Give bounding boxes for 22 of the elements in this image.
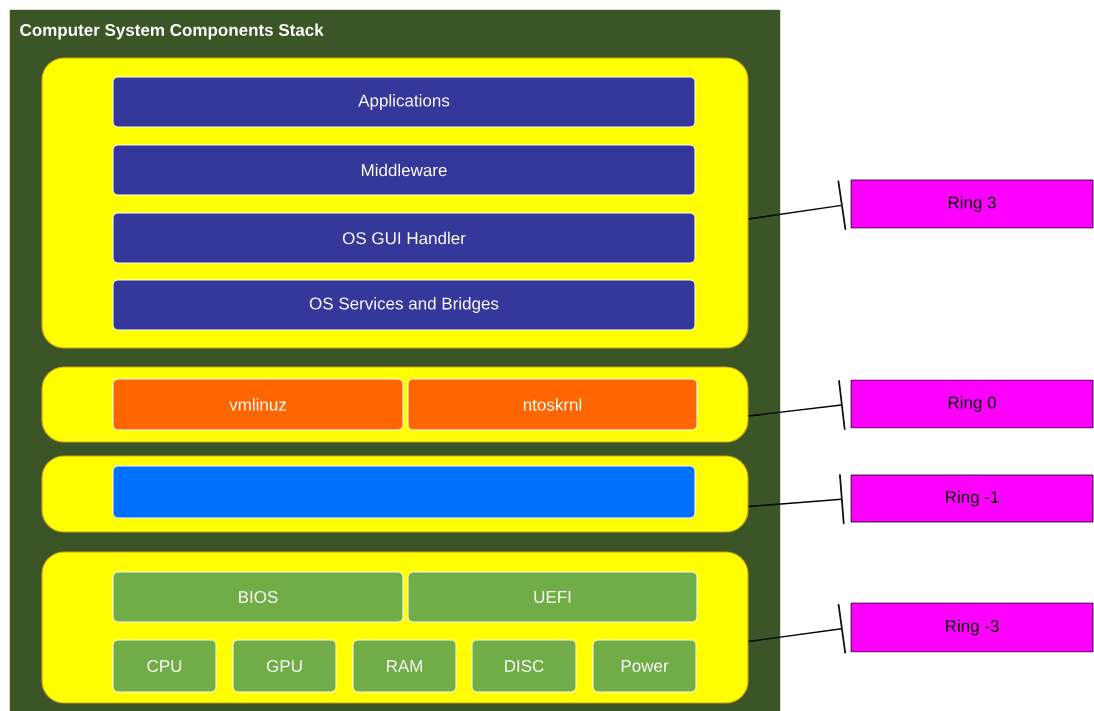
kernel-box: vmlinuz bbox=[112, 378, 404, 431]
hardware-box: DISC bbox=[471, 639, 577, 693]
component-box: Middleware bbox=[112, 144, 696, 196]
hardware-box: BIOS bbox=[112, 571, 404, 623]
kernel-box: ntoskrnl bbox=[407, 378, 698, 431]
hypervisor-box bbox=[112, 465, 696, 519]
connector-line bbox=[747, 474, 845, 525]
connector-line bbox=[747, 380, 846, 430]
ring-box: Ring 3 bbox=[850, 179, 1094, 229]
hardware-box: CPU bbox=[112, 639, 217, 693]
hardware-box: RAM bbox=[352, 639, 457, 693]
hardware-box: Power bbox=[592, 639, 697, 693]
hardware-box: UEFI bbox=[407, 571, 698, 623]
component-box: Applications bbox=[112, 76, 696, 128]
connector-line bbox=[747, 603, 847, 654]
ring-box: Ring 0 bbox=[850, 379, 1094, 429]
connector-line bbox=[747, 180, 847, 231]
ring-box: Ring -3 bbox=[850, 602, 1094, 653]
ring-box: Ring -1 bbox=[850, 474, 1094, 523]
hardware-box: GPU bbox=[232, 639, 337, 693]
component-box: OS GUI Handler bbox=[112, 212, 696, 264]
component-box: OS Services and Bridges bbox=[112, 279, 696, 331]
